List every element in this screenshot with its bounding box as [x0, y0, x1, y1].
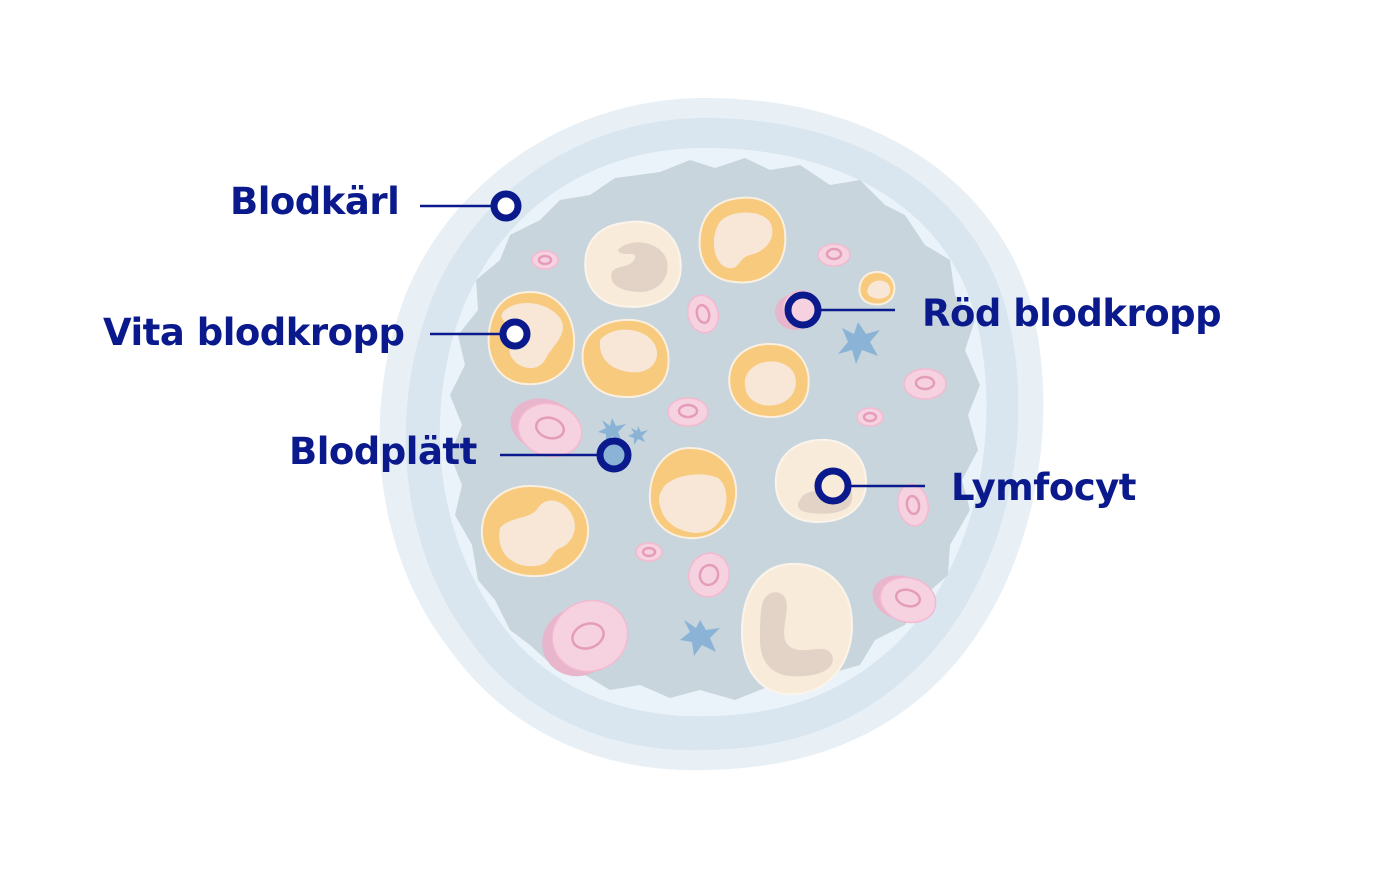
red-blood-cell	[542, 599, 629, 677]
red-blood-cell	[667, 397, 709, 427]
red-blood-cell	[856, 407, 884, 427]
white-blood-cell	[648, 446, 738, 540]
marker-platelet	[596, 437, 632, 473]
platelet	[598, 418, 626, 444]
marker-red-blood-cell	[784, 291, 822, 329]
blood-plasma	[450, 158, 980, 700]
red-blood-cell	[903, 368, 947, 400]
white-blood-cell	[480, 484, 590, 578]
label-lymphocyte: Lymfocyt	[951, 466, 1136, 509]
red-blood-cell	[872, 575, 937, 624]
red-blood-cell	[686, 294, 720, 334]
white-blood-cell	[581, 318, 670, 398]
red-blood-cell	[635, 542, 663, 562]
lymphocyte	[740, 562, 854, 696]
red-blood-cell	[531, 250, 559, 270]
white-blood-cell	[698, 196, 787, 284]
label-white-blood-cell: Vita blodkropp	[103, 311, 405, 354]
white-blood-cells	[480, 196, 896, 578]
red-blood-cells	[510, 243, 947, 677]
white-blood-cell	[858, 270, 896, 306]
label-red-blood-cell: Röd blodkropp	[922, 292, 1221, 335]
platelet	[838, 322, 880, 364]
marker-lymphocyte	[814, 467, 852, 505]
marker-blood-vessel	[490, 190, 522, 222]
label-platelet: Blodplätt	[289, 430, 477, 473]
red-blood-cell	[817, 243, 851, 267]
platelet	[628, 426, 648, 445]
label-blood-vessel: Blodkärl	[230, 180, 399, 223]
lymphocytes	[584, 220, 868, 696]
red-blood-cell	[688, 552, 730, 598]
red-blood-cell	[897, 483, 929, 527]
lymphocyte	[584, 220, 682, 308]
platelet	[680, 620, 720, 656]
marker-white-blood-cell	[499, 318, 531, 350]
white-blood-cell	[728, 342, 810, 418]
platelets	[598, 322, 880, 656]
